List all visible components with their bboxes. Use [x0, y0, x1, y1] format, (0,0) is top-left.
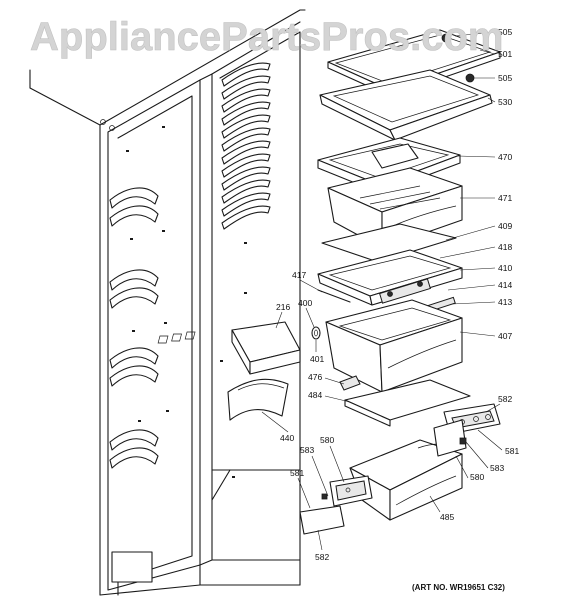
callout-400: 400: [298, 298, 312, 308]
callout-501: 501: [498, 49, 512, 59]
mount-hole: [220, 360, 223, 362]
mount-hole: [232, 476, 235, 478]
shelf-rail-left: [109, 365, 159, 387]
callout-410: 410: [498, 263, 512, 273]
callout-580: 580: [470, 472, 484, 482]
mount-hole: [162, 126, 165, 128]
cover-476-484: [339, 375, 471, 427]
shelf-rail-left: [109, 205, 159, 227]
shelf-rail-right: [221, 75, 271, 100]
rod-417: [317, 289, 351, 303]
shelf-rail-right: [221, 114, 271, 139]
callout-476: 476: [308, 372, 322, 382]
shelf-rail-right: [221, 101, 271, 126]
mount-hole: [162, 230, 165, 232]
callout-413: 413: [498, 297, 512, 307]
callout-labels: 505 501 505 530 470 471 409 418 410 414 …: [276, 27, 519, 562]
callout-583: 583: [300, 445, 314, 455]
shelf-frame-530: [319, 33, 493, 141]
callout-580: 580: [320, 435, 334, 445]
callout-485: 485: [440, 512, 454, 522]
shelf-rail-right: [221, 127, 271, 152]
mount-hole: [166, 410, 169, 412]
shelf-rail-right: [221, 140, 271, 165]
shelf-rail-right: [221, 179, 271, 204]
shelf-rail-right: [221, 192, 271, 217]
shelf-rail-left: [109, 187, 159, 209]
mount-hole: [138, 420, 141, 422]
callout-407: 407: [498, 331, 512, 341]
shelf-rail-left: [109, 287, 159, 309]
clip-400-401: [311, 326, 321, 340]
mount-hole: [244, 242, 247, 244]
shelf-rail-left: [109, 447, 159, 469]
callout-471: 471: [498, 193, 512, 203]
shelf-rail-left: [109, 429, 159, 451]
callout-417: 417: [292, 270, 306, 280]
dispenser-bin-216: [157, 321, 301, 375]
mount-hole: [130, 238, 133, 240]
end-cap-right: [433, 403, 501, 457]
shelf-rail-right: [221, 153, 271, 178]
callout-583: 583: [490, 463, 504, 473]
leader-lines: [261, 31, 503, 551]
callout-581: 581: [505, 446, 519, 456]
shelf-rail-left: [109, 269, 159, 291]
shelf-rail-right: [221, 62, 271, 87]
divider-440: [227, 378, 289, 421]
shelf-rail-right: [221, 205, 271, 230]
shelf-rail-left: [109, 347, 159, 369]
fridge-cabinet: [29, 9, 306, 596]
shelf-rail-right: [221, 88, 271, 113]
glass-409: [321, 223, 457, 263]
mount-hole: [126, 150, 129, 152]
mount-hole: [164, 322, 167, 324]
callout-414: 414: [498, 280, 512, 290]
callout-440: 440: [280, 433, 294, 443]
callout-505: 505: [498, 27, 512, 37]
drawer-407: [325, 299, 463, 393]
callout-470: 470: [498, 152, 512, 162]
shelf-rail-right: [221, 166, 271, 191]
watermark: AppliancePartsPros.com: [30, 15, 504, 59]
callout-401: 401: [310, 354, 324, 364]
callout-418: 418: [498, 242, 512, 252]
callout-216: 216: [276, 302, 290, 312]
callout-530: 530: [498, 97, 512, 107]
callout-581: 581: [290, 468, 304, 478]
callout-582: 582: [315, 552, 329, 562]
end-cap-left: [299, 475, 373, 535]
mount-hole: [244, 292, 247, 294]
callout-505: 505: [498, 73, 512, 83]
callout-484: 484: [308, 390, 322, 400]
mount-hole: [132, 330, 135, 332]
art-number: (ART NO. WR19651 C32): [412, 583, 505, 592]
callout-582: 582: [498, 394, 512, 404]
callout-409: 409: [498, 221, 512, 231]
